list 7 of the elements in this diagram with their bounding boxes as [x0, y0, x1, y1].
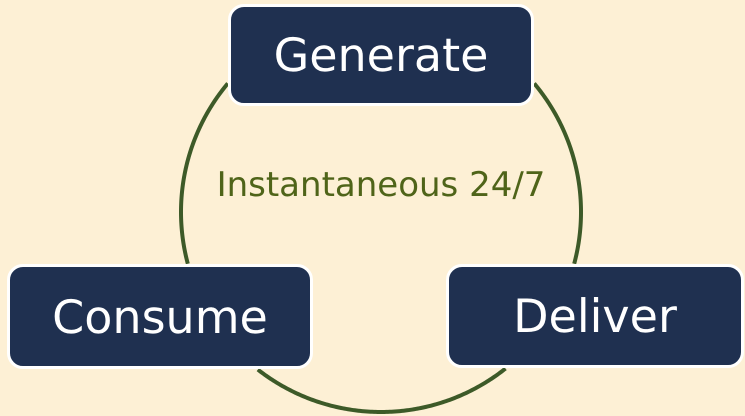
cycle-arc — [256, 366, 507, 414]
stage-box: Consume — [7, 264, 313, 369]
center-caption: Instantaneous 24/7 — [216, 164, 546, 207]
stage-box: Deliver — [446, 264, 744, 368]
stage-box: Generate — [228, 4, 534, 106]
cycle-arc — [179, 82, 230, 264]
cycle-arc — [532, 82, 583, 264]
